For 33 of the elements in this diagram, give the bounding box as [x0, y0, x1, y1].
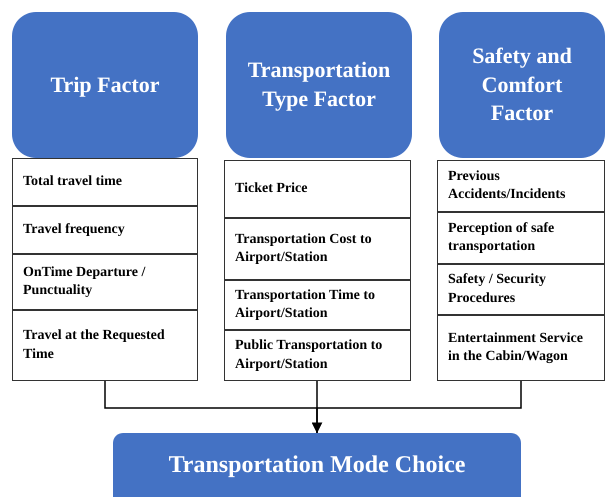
- node-text: Safety / Security Procedures: [448, 271, 547, 308]
- factor-item-box: [224, 330, 411, 381]
- node-text: OnTime Departure / Punctuality: [23, 264, 146, 300]
- factor-item-box: [12, 254, 198, 310]
- node-text: Previous Accidents/Incidents: [448, 168, 566, 204]
- factor-item-box: [224, 218, 411, 280]
- factor-item-box: [12, 206, 198, 254]
- node-text: Total travel time: [23, 172, 122, 191]
- factor-header-box: [12, 12, 198, 158]
- node-text: Transportation Type Factor: [246, 56, 392, 113]
- factor-item-box: [12, 310, 198, 381]
- factor-header-box: [226, 12, 412, 158]
- node-text: Entertainment Service in the Cabin/Wagon: [448, 330, 584, 366]
- factor-item-box: [224, 280, 411, 330]
- node-text: Travel at the Requested Time: [23, 327, 166, 364]
- connector-arrow: [312, 381, 522, 433]
- node-text: Transportation Mode Choice: [168, 452, 466, 478]
- node-text: Safety and Comfort Factor: [471, 42, 573, 128]
- node-text: Trip Factor: [50, 70, 160, 99]
- node-text: Transportation Time to Airport/Station: [235, 286, 376, 323]
- factor-header-box: [439, 12, 605, 158]
- node-text: Transportation Cost to Airport/Station: [235, 230, 373, 267]
- factor-item-box: [224, 160, 411, 218]
- factor-item-box: [437, 160, 605, 212]
- result-box: [113, 433, 521, 497]
- factor-item-box: [437, 315, 605, 381]
- node-text: Public Transportation to Airport/Station: [235, 337, 384, 374]
- node-text: Perception of safe transportation: [448, 220, 556, 256]
- factor-item-box: [437, 264, 605, 315]
- node-text: Ticket Price: [235, 180, 308, 198]
- factor-item-box: [437, 212, 605, 264]
- node-text: Travel frequency: [23, 220, 125, 239]
- factor-item-box: [12, 158, 198, 206]
